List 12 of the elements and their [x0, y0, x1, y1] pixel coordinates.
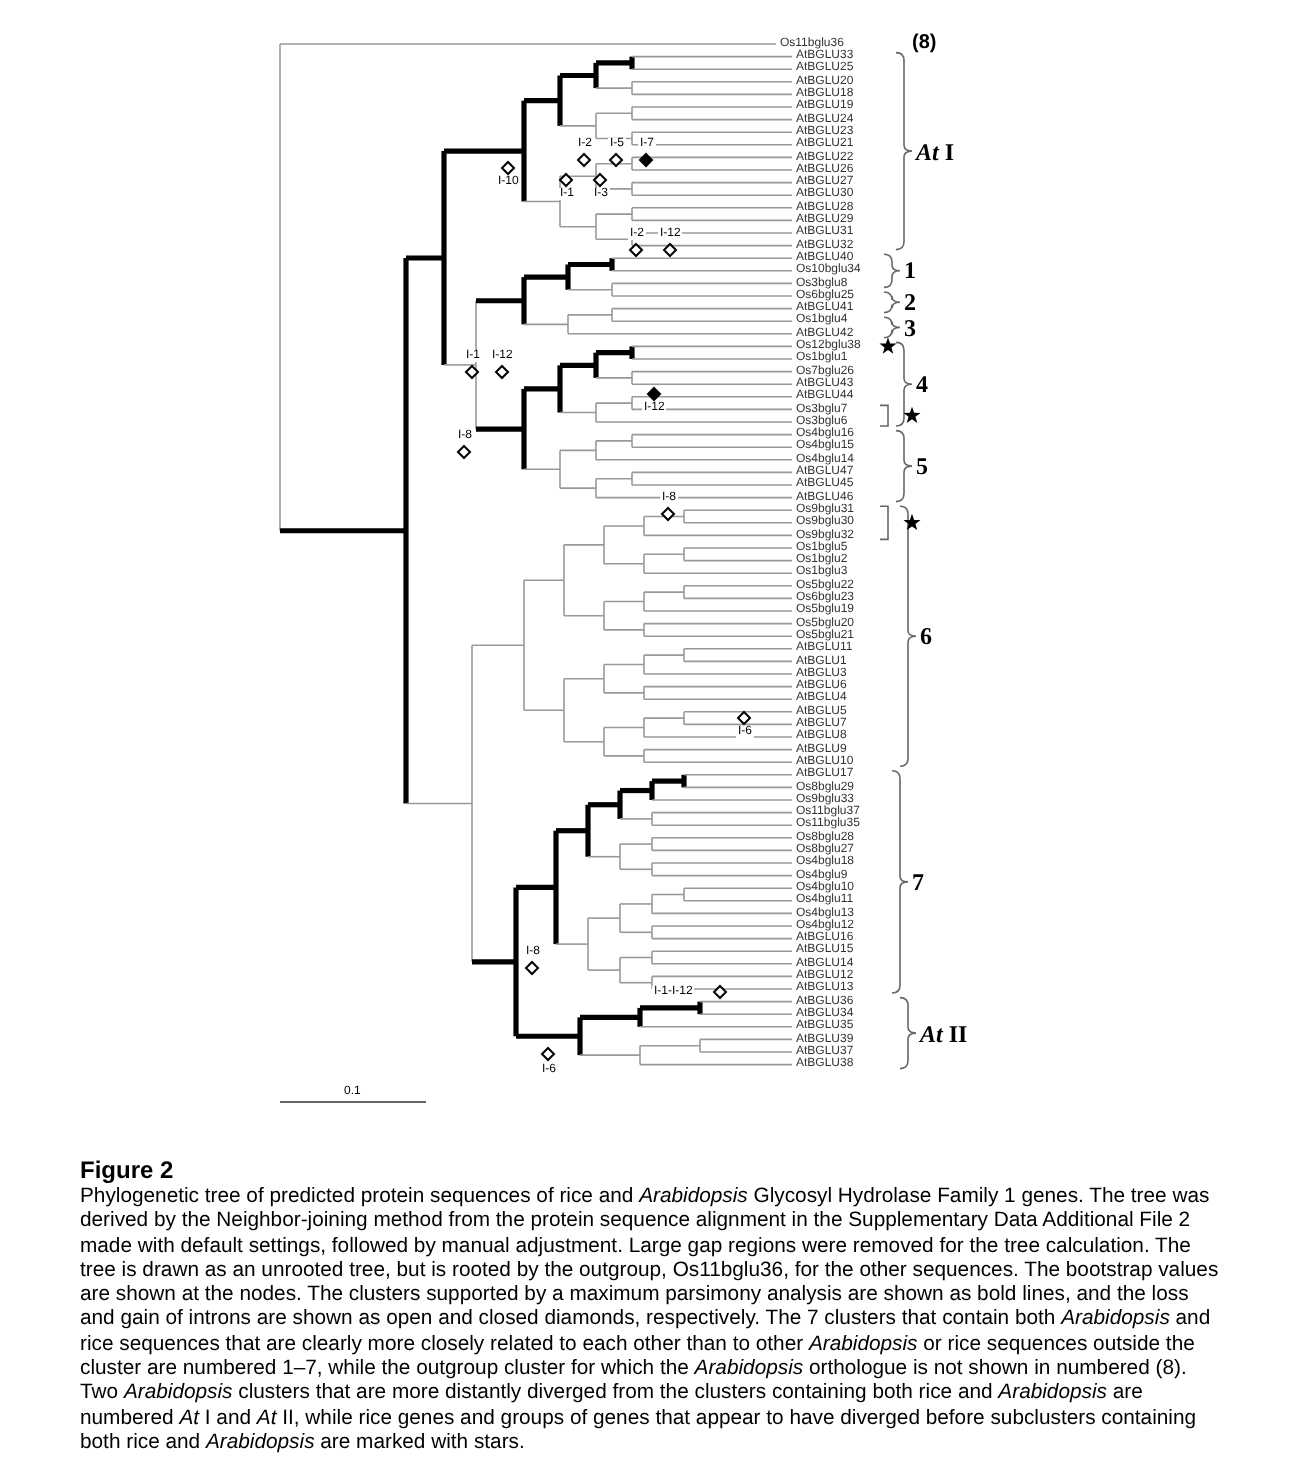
cluster-number: At I: [916, 139, 955, 164]
figure-caption: Phylogenetic tree of predicted protein sequences of rice and Arabidopsis Glycosyl Hydrolase Family 1 genes. The tree was derived by the Neighbor-joining method from the protein sequence alignment in the Supplementary Data Additional File 2 made with default settings, followed by manual adjustment. Large gap regions were removed for the tree calculation. The tree is drawn as an unrooted tree, but is rooted by the outgroup, Os11bglu36, for the other sequences. The bootstrap values are shown at the nodes. The clusters supported by a maximum parsimony analysis are shown as bold lines, and the loss and gain of introns are shown as open and closed diamonds, respectively. The 7 clusters that contain both Arabidopsis and rice sequences that are clearly more closely related to each other than to other Arabidopsis or rice sequences outside the cluster are numbered 1–7, while the outgroup cluster for which the Arabidopsis orthologue is not shown in numbered (8). Two Arabidopsis clusters that are more distantly diverged from the clusters containing both rice and Arabidopsis are numbered At I and At II, while rice genes and groups of genes that appear to have diverged before subclusters containing both rice and Arabidopsis are marked with stars.: [80, 1186, 1221, 1457]
cluster-number: 6: [920, 624, 932, 649]
cluster-number: 5: [916, 454, 928, 479]
cluster-number: 1: [904, 258, 916, 283]
cluster-number: (8): [912, 34, 937, 54]
figure-title: Figure 2: [80, 1156, 176, 1186]
cluster-number: 2: [904, 290, 916, 315]
cluster-number: 4: [916, 372, 928, 397]
cluster-number: 3: [904, 315, 916, 340]
cluster-number: 7: [912, 869, 924, 894]
cluster-number: At II: [920, 1021, 968, 1046]
